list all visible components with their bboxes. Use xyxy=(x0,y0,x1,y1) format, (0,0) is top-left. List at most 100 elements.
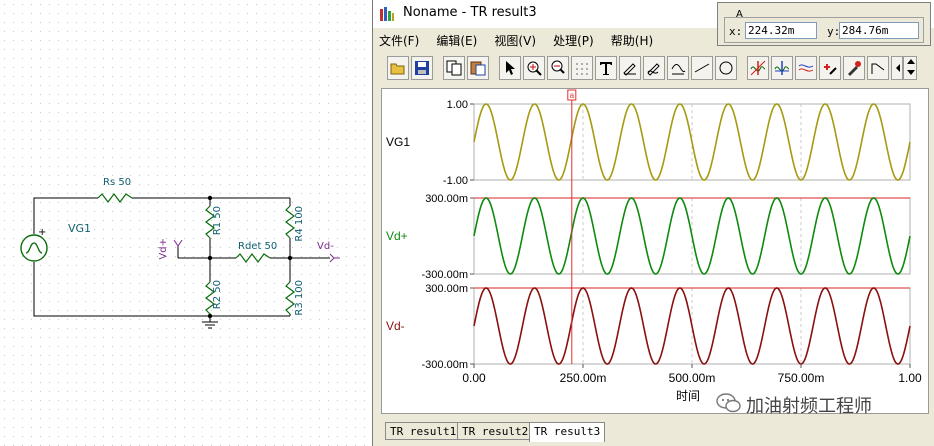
label-tool-button[interactable] xyxy=(619,56,641,80)
resistor-r1-symbol xyxy=(205,205,215,239)
series-vd-plus-line xyxy=(473,197,911,275)
text-tool-button[interactable] xyxy=(595,56,617,80)
copy-button[interactable] xyxy=(443,56,465,80)
x-tick-label: 0.00 xyxy=(462,371,486,385)
tab-tr-result2[interactable]: TR result2 xyxy=(457,422,534,440)
line-icon xyxy=(694,63,710,73)
x-tick-label: 1.00 xyxy=(898,371,922,385)
series-name-vd-minus: Vd- xyxy=(386,319,405,333)
line-tool-button[interactable] xyxy=(691,56,713,80)
schematic-svg xyxy=(20,193,340,329)
grid-dots-icon xyxy=(576,63,588,75)
circle-icon xyxy=(719,61,733,75)
rs-label: Rs 50 xyxy=(103,177,132,188)
menu-edit[interactable]: 编辑(E) xyxy=(436,34,478,48)
curve-compare-button[interactable] xyxy=(795,56,817,80)
schematic-canvas[interactable]: VG1 + Rs 50 R1 50 R2 50 R3 100 R4 100 Rd… xyxy=(0,0,372,446)
cursor-x-value[interactable]: 224.32m xyxy=(745,22,817,39)
add-marker-button[interactable] xyxy=(819,56,841,80)
copy-icon xyxy=(446,60,462,76)
curve-pen-icon xyxy=(647,63,660,76)
series-vg1-line xyxy=(473,103,911,181)
cursor-name: A xyxy=(736,9,743,20)
cursor-a-icon xyxy=(750,60,766,76)
r4-label: R4 100 xyxy=(294,206,305,242)
scroll-left-button[interactable] xyxy=(891,56,903,80)
voltage-source-icon xyxy=(20,234,48,262)
probe-dropper-icon xyxy=(848,61,861,76)
resistor-r3-symbol xyxy=(285,281,295,315)
tab-tr-result3[interactable]: TR result3 xyxy=(529,422,606,442)
probe-plus-label: Vd+ xyxy=(158,238,169,260)
y-tick-label-top: 1.00 xyxy=(447,99,468,111)
axis-label-icon xyxy=(671,64,686,75)
toolbar xyxy=(383,56,923,82)
step-flag-icon xyxy=(871,63,885,74)
y-tick-label-bottom: -1.00 xyxy=(443,175,468,187)
resistor-rdet-symbol xyxy=(235,253,271,263)
r2-label: R2 50 xyxy=(212,280,223,310)
cursor-y-label: y: xyxy=(827,25,841,38)
step-tool-button[interactable] xyxy=(867,56,889,80)
source-plus-label: + xyxy=(38,227,47,238)
probe-minus-label: Vd- xyxy=(317,241,334,252)
cursor-b-button[interactable] xyxy=(771,56,793,80)
circle-tool-button[interactable] xyxy=(715,56,737,80)
cursor-x-label: x: xyxy=(729,25,743,38)
zoom-100-icon xyxy=(551,60,565,74)
y-tick-label-bottom: -300.00m xyxy=(422,269,468,281)
open-button[interactable] xyxy=(387,56,409,80)
x-axis-label: 时间 xyxy=(676,389,700,403)
axis-label-button[interactable] xyxy=(667,56,689,80)
cursor-readout-panel: A x: 224.32m y: 284.76m xyxy=(717,2,931,46)
waveform-chart[interactable]: 1.00 -1.00 VG1 300.00m -300.00m Vd+ 300.00m -30… xyxy=(382,89,928,413)
wechat-logo-icon xyxy=(716,393,741,413)
label-pen-icon xyxy=(623,63,636,76)
zoom-in-button[interactable] xyxy=(523,56,545,80)
paste-button[interactable] xyxy=(467,56,489,80)
y-tick-label-top: 300.00m xyxy=(425,283,468,295)
y-tick-label-top: 300.00m xyxy=(425,193,468,205)
cursor-y-value[interactable]: 284.76m xyxy=(839,22,919,39)
menu-file[interactable]: 文件(F) xyxy=(379,34,420,48)
x-tick-label: 750.00m xyxy=(778,371,825,385)
pointer-arrow-icon xyxy=(506,61,515,75)
y-tick-label-bottom: -300.00m xyxy=(422,359,468,371)
cursor-a-flag xyxy=(567,89,577,101)
zoom-100-button[interactable] xyxy=(547,56,569,80)
text-t-icon xyxy=(600,62,612,75)
series-name-vg1: VG1 xyxy=(386,135,410,149)
paste-icon xyxy=(470,61,486,76)
series-vd-minus-line xyxy=(473,287,911,365)
resistor-rs-symbol xyxy=(97,193,133,203)
probe-tool-button[interactable] xyxy=(843,56,865,80)
arrow-left-icon xyxy=(896,64,900,72)
scroll-updown-button[interactable] xyxy=(903,56,917,80)
cursor-a-button[interactable] xyxy=(747,56,769,80)
resistor-r4-symbol xyxy=(285,205,295,239)
menu-help[interactable]: 帮助(H) xyxy=(610,34,654,48)
menu-bar: 文件(F) 编辑(E) 视图(V) 处理(P) 帮助(H) xyxy=(379,30,665,48)
source-label: VG1 xyxy=(68,222,92,235)
save-button[interactable] xyxy=(411,56,433,80)
curve-label-button[interactable] xyxy=(643,56,665,80)
menu-view[interactable]: 视图(V) xyxy=(494,34,536,48)
cursor-a-flag-label: a xyxy=(570,91,575,100)
r1-label: R1 50 xyxy=(212,206,223,236)
add-marker-icon xyxy=(824,64,837,75)
waveform-plot-area[interactable]: 1.00 -1.00 VG1 300.00m -300.00m Vd+ 300.00m -30… xyxy=(381,88,929,414)
probe-plus-icon xyxy=(173,239,183,247)
resistor-r2-symbol xyxy=(205,281,215,315)
x-tick-label: 500.00m xyxy=(669,371,716,385)
probe-minus-icon xyxy=(329,253,335,263)
grid-button[interactable] xyxy=(571,56,593,80)
tab-tr-result1[interactable]: TR result1 xyxy=(385,422,462,440)
window-title: Noname - TR result3 xyxy=(403,5,537,20)
menu-process[interactable]: 处理(P) xyxy=(553,34,594,48)
series-name-vd-plus: Vd+ xyxy=(386,229,408,243)
rdet-label: Rdet 50 xyxy=(238,241,278,252)
select-pointer-button[interactable] xyxy=(499,56,521,80)
arrow-updown-icon xyxy=(907,59,915,75)
save-disk-icon xyxy=(415,61,429,75)
tr-result-window: Noname - TR result3 文件(F) 编辑(E) 视图(V) 处理… xyxy=(372,0,934,446)
